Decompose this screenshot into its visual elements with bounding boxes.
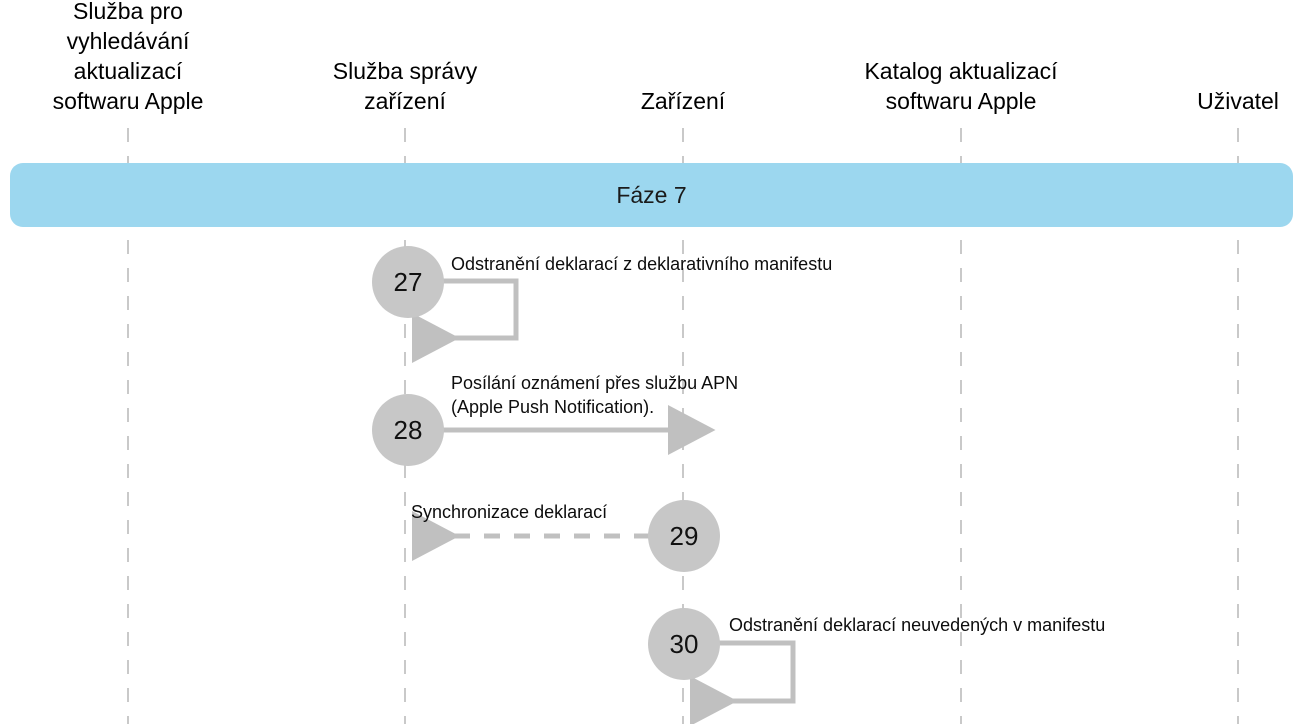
lane-header-apple-software-update-lookup-service: Služba pro vyhledávání aktualizací softw… [52,0,204,114]
step-number: 29 [669,520,699,551]
message-label-30: Odstranění deklarací neuvedených v manif… [729,615,1106,635]
step-badge-29: 29 [648,500,720,572]
message-line-27 [412,278,519,363]
step-badge-28: 28 [372,394,444,466]
message-line-30 [690,640,796,724]
lane-header-device-management-service: Služba správy zařízení [332,58,478,114]
step-number: 30 [669,628,699,659]
step-badge-30: 30 [648,608,720,680]
phase-banner: Fáze 7 [10,163,1293,227]
message-label-28: Posílání oznámení přes službu APN (Apple… [451,373,739,417]
lane-header-device: Zařízení [640,88,726,114]
step-number: 27 [393,266,423,297]
message-label-27: Odstranění deklarací z deklarativního ma… [451,254,833,274]
step-badge-27: 27 [372,246,444,318]
step-number: 28 [393,414,423,445]
phase-label: Fáze 7 [616,181,687,208]
message-label-29: Synchronizace deklarací [411,502,608,522]
lane-header-apple-software-update-catalog: Katalog aktualizací softwaru Apple [864,58,1058,114]
lane-header-user: Uživatel [1197,88,1279,114]
